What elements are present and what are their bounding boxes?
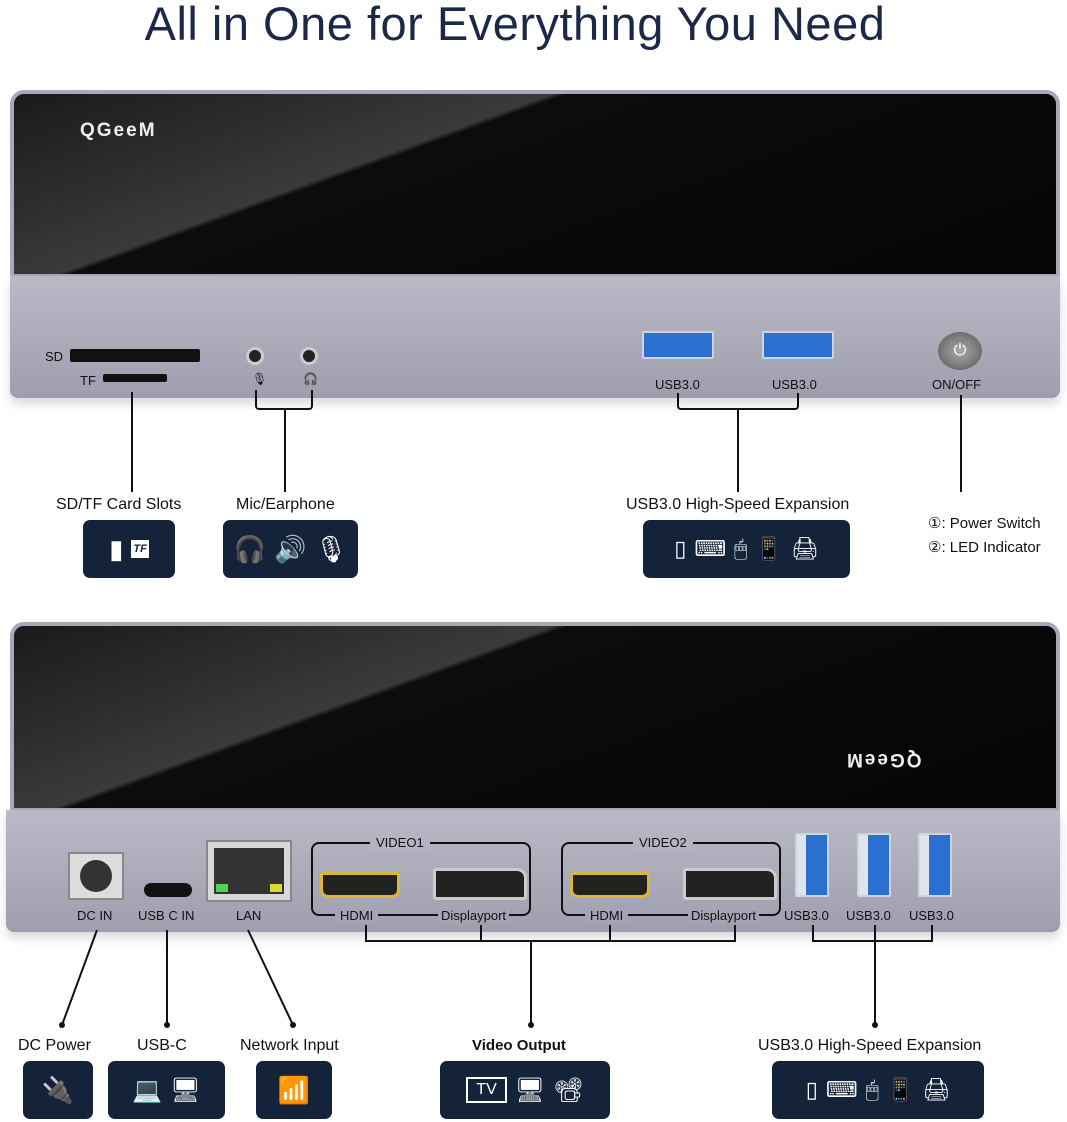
power-icon: ⏻ bbox=[953, 342, 967, 359]
hdmi-port-2[interactable] bbox=[570, 872, 650, 898]
hdmi-label-1: HDMI bbox=[335, 908, 379, 923]
router-icon-box: 📶 bbox=[256, 1061, 332, 1119]
usb-port-rear-2[interactable] bbox=[857, 833, 891, 897]
usb-drive-icon: ▯ bbox=[805, 1077, 818, 1102]
charger-icon: 🔌 bbox=[41, 1074, 75, 1105]
displayport-1[interactable] bbox=[433, 868, 527, 900]
usb-expansion-caption: USB3.0 High-Speed Expansion bbox=[626, 496, 850, 513]
dc-in-label: DC IN bbox=[77, 908, 113, 923]
usb-c-in-label: USB C IN bbox=[138, 908, 195, 923]
usb-c-caption: USB-C bbox=[137, 1037, 187, 1054]
connector-line bbox=[284, 410, 286, 492]
mic-icon: 🎙 bbox=[252, 372, 268, 386]
hdmi-port-1[interactable] bbox=[320, 872, 400, 898]
video2-label: VIDEO2 bbox=[633, 835, 693, 850]
sd-slot[interactable] bbox=[70, 349, 200, 362]
mouse-icon: 🖱 bbox=[734, 536, 748, 561]
sd-card-icon: ▮ bbox=[109, 533, 124, 564]
card-icons-box: ▮ TF bbox=[83, 520, 175, 578]
connector-lines bbox=[59, 925, 933, 1028]
sd-label: SD bbox=[45, 349, 64, 364]
usb-drive-icon: ▯ bbox=[674, 536, 687, 561]
power-icon-box: 🔌 bbox=[23, 1061, 93, 1119]
card-slots-caption: SD/TF Card Slots bbox=[56, 496, 182, 513]
network-input-caption: Network Input bbox=[240, 1037, 339, 1054]
dc-in-port[interactable] bbox=[68, 852, 124, 900]
lan-port[interactable] bbox=[206, 840, 292, 902]
usb-port-rear-1[interactable] bbox=[795, 833, 829, 897]
monitor-icon: 🖥 bbox=[170, 1076, 201, 1104]
mic-earphone-caption: Mic/Earphone bbox=[236, 496, 335, 513]
tablet-phone-icon: 📱 bbox=[886, 1077, 915, 1102]
usb-port-1[interactable] bbox=[642, 331, 714, 359]
page-title: All in One for Everything You Need bbox=[144, 0, 886, 50]
keyboard-icon: ⌨ bbox=[694, 536, 727, 561]
dc-power-caption: DC Power bbox=[18, 1037, 91, 1054]
usb-devices-box-rear: ▯ ⌨ 🖱 📱 🖨 bbox=[772, 1061, 984, 1119]
dock-top-surface-rear bbox=[10, 622, 1060, 812]
monitor-icon: 🖥 bbox=[514, 1076, 546, 1104]
bracket bbox=[255, 390, 313, 410]
hdmi-label-2: HDMI bbox=[585, 908, 629, 923]
printer-icon: 🖨 bbox=[790, 536, 819, 561]
connector-line bbox=[737, 410, 739, 492]
usb-label-2: USB3.0 bbox=[772, 377, 817, 392]
earphone-jack[interactable] bbox=[300, 347, 318, 365]
headphone-icon: 🎧 bbox=[303, 372, 318, 386]
microphone-icon: 🎙 bbox=[314, 533, 348, 564]
laptop-icon: 💻 bbox=[132, 1076, 163, 1104]
dock-top-surface bbox=[10, 90, 1060, 278]
usb-label-rear-2: USB3.0 bbox=[846, 908, 891, 923]
tv-icon: TV bbox=[466, 1077, 507, 1103]
dock-front-panel bbox=[10, 276, 1060, 398]
mic-jack[interactable] bbox=[246, 347, 264, 365]
power-label: ON/OFF bbox=[932, 377, 982, 392]
video-output-caption: Video Output bbox=[472, 1037, 566, 1054]
usb-c-port[interactable] bbox=[144, 883, 192, 897]
displayport-label-2: Displayport bbox=[688, 908, 760, 923]
computer-icons-box: 💻🖥 bbox=[108, 1061, 225, 1119]
note-led-indicator: ②: LED Indicator bbox=[928, 539, 1041, 556]
router-icon: 📶 bbox=[277, 1074, 311, 1105]
usb-expansion-caption-rear: USB3.0 High-Speed Expansion bbox=[758, 1037, 982, 1054]
audio-icons-box: 🎧🔊🎙 bbox=[223, 520, 358, 578]
usb-label-1: USB3.0 bbox=[655, 377, 700, 392]
brand-logo: QGeeM bbox=[80, 120, 157, 141]
tf-slot[interactable] bbox=[103, 374, 167, 382]
power-button[interactable]: ⏻ bbox=[938, 332, 982, 370]
tf-label: TF bbox=[80, 373, 96, 388]
speaker-icon: 🔊 bbox=[273, 533, 307, 564]
connector-line bbox=[131, 392, 133, 492]
lan-label: LAN bbox=[236, 908, 262, 923]
usb-port-2[interactable] bbox=[762, 331, 834, 359]
headphones-icon: 🎧 bbox=[233, 533, 266, 564]
usb-port-rear-3[interactable] bbox=[918, 833, 952, 897]
printer-icon: 🖨 bbox=[922, 1077, 951, 1102]
display-icons-box: TV 🖥📽 bbox=[440, 1061, 610, 1119]
note-power-switch: ①: Power Switch bbox=[928, 515, 1041, 532]
mouse-icon: 🖱 bbox=[865, 1077, 879, 1102]
brand-logo-rear: QGeeM bbox=[845, 749, 922, 770]
usb-label-rear-3: USB3.0 bbox=[909, 908, 954, 923]
usb-devices-box: ▯ ⌨ 🖱 📱 🖨 bbox=[643, 520, 850, 578]
tf-card-icon: TF bbox=[131, 540, 149, 558]
connector-line bbox=[960, 395, 962, 492]
keyboard-icon: ⌨ bbox=[825, 1077, 858, 1102]
displayport-2[interactable] bbox=[683, 868, 777, 900]
displayport-label-1: Displayport bbox=[438, 908, 510, 923]
projector-icon: 📽 bbox=[553, 1076, 584, 1104]
usb-label-rear-1: USB3.0 bbox=[784, 908, 829, 923]
video1-label: VIDEO1 bbox=[370, 835, 430, 850]
bracket bbox=[677, 393, 799, 410]
tablet-phone-icon: 📱 bbox=[755, 536, 783, 561]
